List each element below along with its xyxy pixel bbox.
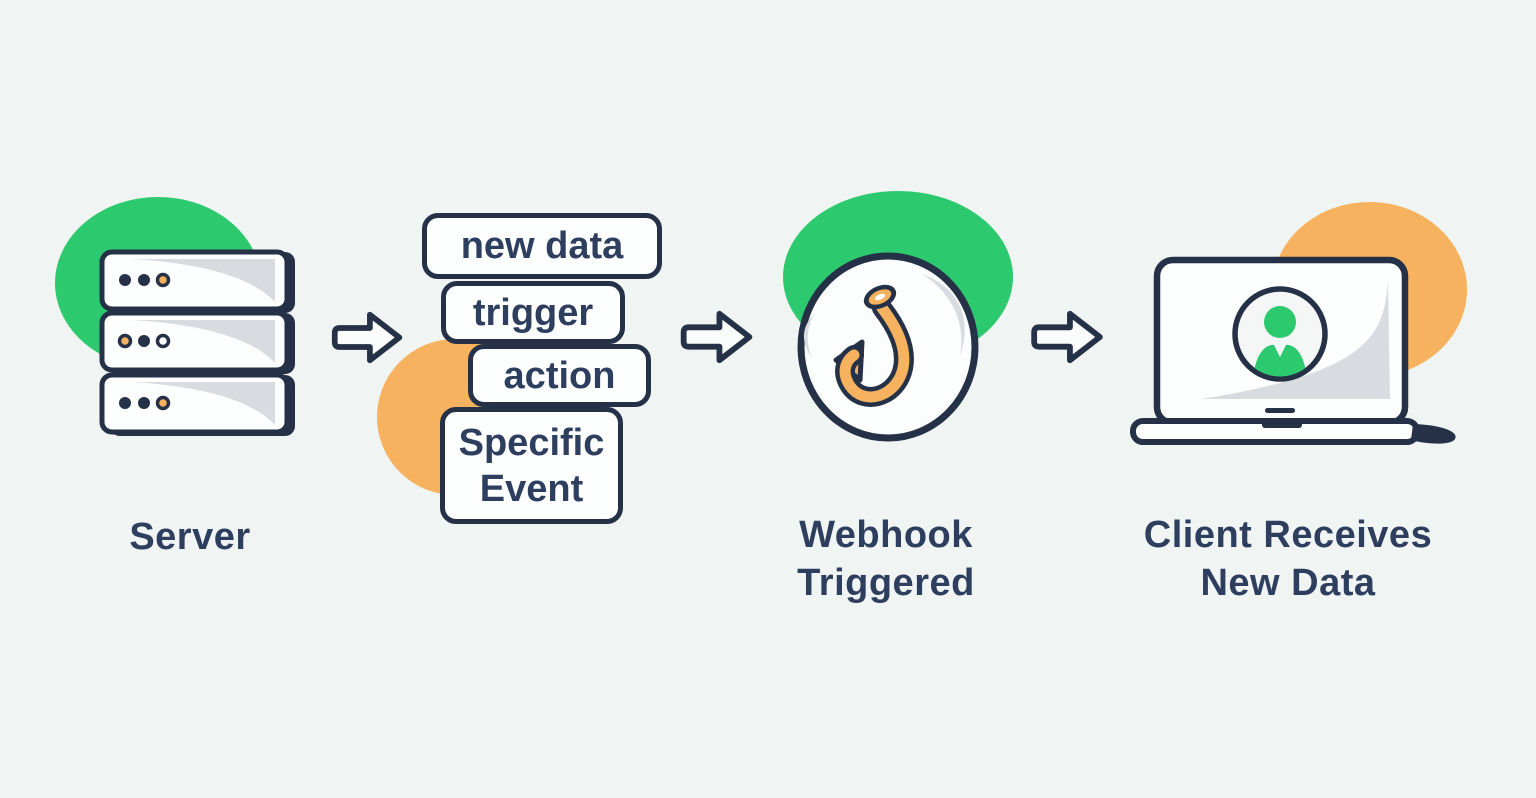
- avatar-head: [1264, 306, 1296, 338]
- pill-trigger: trigger: [441, 281, 625, 344]
- arrow-right-icon: [680, 310, 753, 364]
- server-stack-icon: [99, 249, 295, 436]
- pill-action: action: [468, 344, 651, 407]
- server-label: Server: [129, 516, 251, 558]
- pill-new-data: new data: [422, 213, 662, 279]
- fishhook-icon: [797, 252, 979, 442]
- webhook-label: Webhook Triggered: [797, 514, 975, 604]
- pill-specific-event: Specific Event: [440, 407, 623, 524]
- arrow-right-icon: [331, 311, 403, 364]
- client-label: Client Receives New Data: [1143, 514, 1433, 604]
- arrow-right-icon: [1031, 310, 1103, 364]
- avatar-shoulders: [1253, 344, 1307, 377]
- laptop-user-icon: [1130, 256, 1456, 445]
